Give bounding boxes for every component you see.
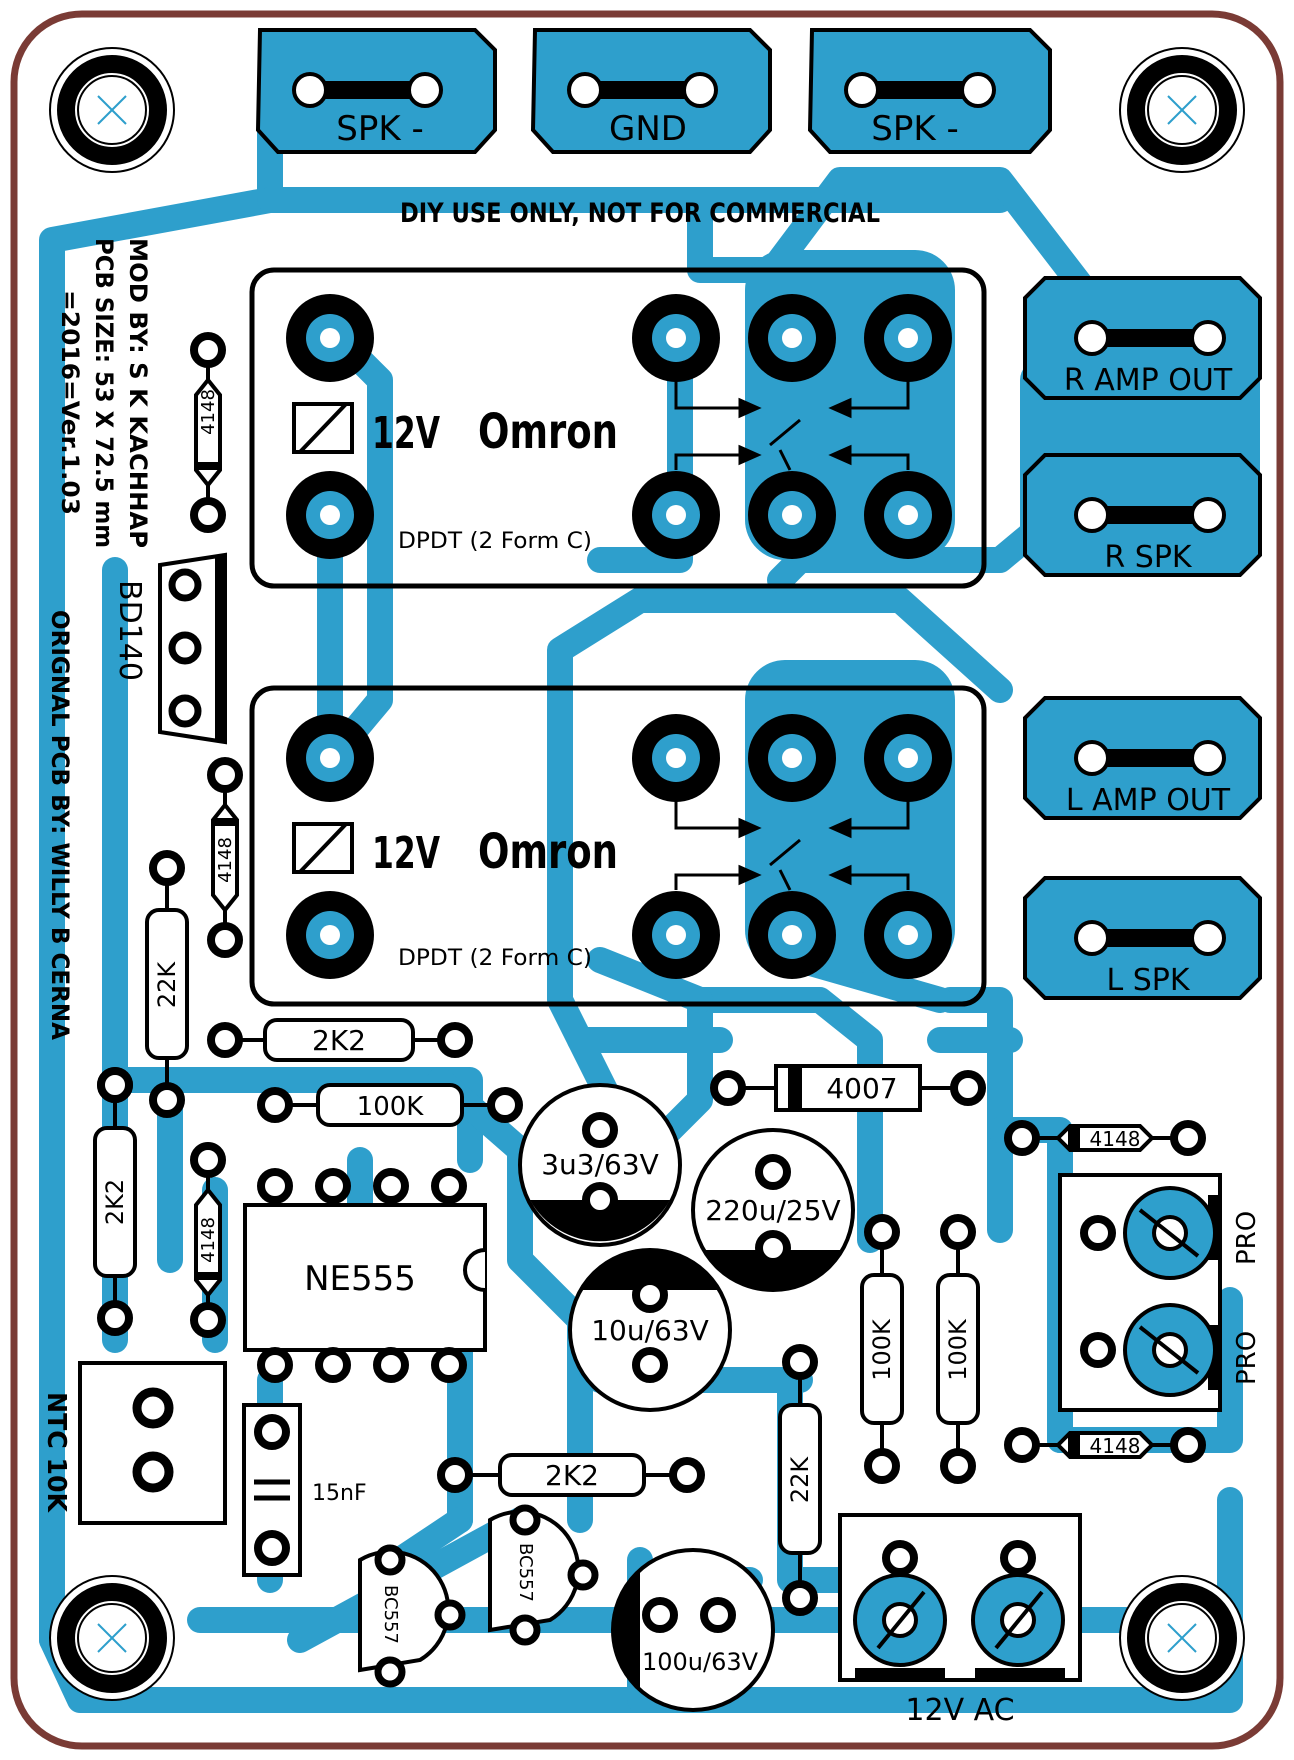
original-pcb-note: ORIGNAL PCB BY: WILLY B CERNA — [46, 610, 74, 1040]
resistor-22k-b: 22K — [778, 1344, 822, 1616]
relay-switch-symbol — [674, 380, 910, 471]
l-spk-label: L SPK — [1106, 963, 1190, 998]
gnd-connector: GND — [530, 28, 772, 154]
relay-top-type: DPDT (2 Form C) — [398, 529, 592, 554]
spk-minus-2-label: SPK - — [871, 109, 958, 149]
relay-top: 12V Omron DPDT (2 Form C) — [249, 267, 987, 589]
bd140-label: BD140 — [112, 580, 147, 681]
spk-minus-1-connector: SPK - — [255, 28, 497, 154]
ntc-label: NTC 10K — [41, 1392, 71, 1513]
transistor-bc557-b: BC557 — [488, 1504, 599, 1646]
mounting-hole-tr — [1119, 47, 1245, 173]
resistor-2k2-a: 2K2 — [207, 1018, 473, 1062]
cap-15nf: 15nF — [242, 1403, 367, 1577]
transistor-bd140: BD140 — [112, 552, 227, 745]
diode-4148-c-label: 4148 — [198, 1217, 219, 1263]
relay-bottom: 12V Omron DPDT (2 Form C) — [249, 685, 987, 1007]
diode-4148-d: 4148 — [1004, 1120, 1206, 1156]
r-amp-out-label: R AMP OUT — [1064, 363, 1233, 398]
resistor-100k-b-label: 100K — [868, 1318, 896, 1381]
bc557-b-label: BC557 — [515, 1543, 536, 1602]
relay-top-voltage: 12V — [372, 408, 440, 459]
cap-100u-label: 100u/63V — [642, 1648, 759, 1676]
transistor-bc557-a: BC557 — [358, 1544, 466, 1688]
resistor-100k-a: 100K — [257, 1083, 523, 1127]
diy-notice: DIY USE ONLY, NOT FOR COMMERCIAL — [400, 198, 880, 229]
spk-minus-1-label: SPK - — [336, 109, 423, 149]
ic-ne555: NE555 — [243, 1168, 487, 1383]
resistor-2k2-b-label: 2K2 — [101, 1179, 129, 1225]
l-amp-out-label: L AMP OUT — [1066, 783, 1231, 818]
relay-bottom-type: DPDT (2 Form C) — [398, 946, 592, 971]
diode-4148-e: 4148 — [1004, 1427, 1206, 1463]
l-spk-connector: L SPK — [1023, 876, 1262, 1000]
ac-input-terminal: 12V AC — [838, 1513, 1082, 1728]
ic-ne555-label: NE555 — [304, 1259, 416, 1299]
version-note: =2016=Ver.1.03 — [56, 290, 84, 515]
resistor-100k-b: 100K — [860, 1214, 904, 1484]
misc-pads — [97, 1067, 133, 1103]
resistor-2k2-a-label: 2K2 — [312, 1024, 366, 1057]
resistor-100k-c-label: 100K — [944, 1318, 972, 1381]
r-spk-connector: R SPK — [1023, 453, 1262, 577]
diode-4007: 4007 — [710, 1064, 986, 1112]
ntc-connector — [78, 1361, 227, 1525]
cap-10u: 10u/63V — [568, 1248, 732, 1412]
cap-100u: 100u/63V — [611, 1548, 775, 1712]
cap-3u3-label: 3u3/63V — [541, 1148, 659, 1181]
diode-4148-b-label: 4148 — [215, 837, 236, 883]
mounting-hole-br — [1119, 1575, 1245, 1701]
cap-10u-label: 10u/63V — [591, 1314, 709, 1347]
relay-switch-symbol — [674, 800, 910, 891]
pro-label-1: PRO — [1232, 1211, 1262, 1265]
resistor-2k2-c-label: 2K2 — [545, 1459, 599, 1492]
pro-terminal-block: PRO PRO — [1058, 1173, 1262, 1412]
r-amp-out-connector: R AMP OUT — [1023, 276, 1262, 400]
pro-label-2: PRO — [1232, 1331, 1262, 1385]
resistor-22k-a-label: 22K — [153, 961, 181, 1009]
bc557-a-label: BC557 — [380, 1585, 401, 1644]
right-connectors: R AMP OUT R SPK L AMP OUT L SPK — [1023, 276, 1262, 1000]
cap-220u-label: 220u/25V — [705, 1194, 840, 1227]
resistor-22k-a: 22K — [145, 850, 189, 1118]
diode-4148-a: 4148 — [190, 332, 226, 533]
diode-4148-c: 4148 — [190, 1142, 226, 1338]
mounting-hole-tl — [49, 47, 175, 173]
mounting-holes — [49, 47, 1245, 1701]
resistor-100k-c: 100K — [936, 1214, 980, 1484]
cap-220u: 220u/25V — [691, 1128, 855, 1292]
cap-15nf-label: 15nF — [312, 1481, 367, 1506]
pcb-size-note: PCB SIZE: 53 X 72.5 mm — [90, 238, 118, 548]
gnd-label: GND — [609, 109, 687, 149]
spk-minus-2-connector: SPK - — [807, 28, 1052, 154]
ac-input-label: 12V AC — [905, 1693, 1014, 1728]
r-spk-label: R SPK — [1104, 540, 1193, 575]
diode-4148-e-label: 4148 — [1090, 1434, 1141, 1458]
relay-top-brand: Omron — [478, 404, 618, 460]
diode-4148-b: 4148 — [207, 757, 243, 958]
resistor-22k-b-label: 22K — [786, 1456, 814, 1504]
resistor-2k2-c: 2K2 — [437, 1453, 705, 1497]
relay-bottom-brand: Omron — [478, 824, 618, 880]
relay-bottom-voltage: 12V — [372, 828, 440, 879]
l-amp-out-connector: L AMP OUT — [1023, 696, 1262, 820]
mod-by-note: MOD BY: S K KACHHAP — [124, 238, 152, 548]
diode-4148-d-label: 4148 — [1090, 1127, 1141, 1151]
mounting-hole-bl — [49, 1575, 175, 1701]
cap-3u3: 3u3/63V — [518, 1083, 682, 1247]
top-connectors: SPK - GND SPK - — [255, 28, 1052, 154]
resistor-100k-a-label: 100K — [357, 1092, 425, 1122]
diode-4148-a-label: 4148 — [198, 389, 219, 435]
diode-4007-label: 4007 — [826, 1072, 897, 1105]
